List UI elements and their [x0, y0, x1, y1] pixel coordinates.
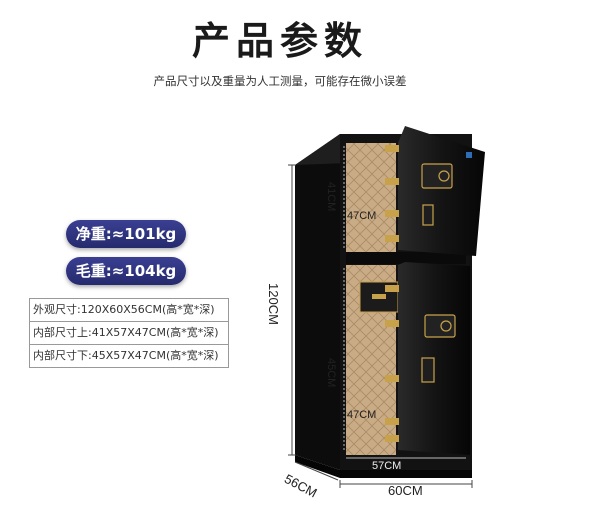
- lower-handle: [421, 357, 435, 383]
- spec-table: 外观尺寸:120X60X56CM(高*宽*深) 内部尺寸上:41X57X47CM…: [29, 298, 229, 368]
- upper-compartment: [346, 143, 396, 253]
- page-subtitle: 产品尺寸以及重量为人工测量，可能存在微小误差: [153, 74, 407, 88]
- inner-bottom-depth-label: 47CM: [347, 409, 377, 421]
- net-weight-badge: 净重:≈101kg: [66, 220, 186, 248]
- inner-width-label: 57CM: [372, 460, 402, 472]
- width-label: 60CM: [388, 483, 423, 498]
- inner-bottom-height-label: 45CM: [325, 358, 337, 388]
- upper-handle: [422, 204, 434, 226]
- safe-base: [295, 455, 472, 478]
- inner-top-height-label: 41CM: [325, 182, 337, 212]
- height-label: 120CM: [266, 283, 281, 325]
- inner-top-depth-label: 47CM: [347, 210, 377, 222]
- spec-row-inner-bottom: 内部尺寸下:45X57X47CM(高*宽*深): [33, 349, 219, 362]
- spec-row-inner-top: 内部尺寸上:41X57X47CM(高*宽*深): [30, 322, 228, 345]
- upper-keypad: [421, 163, 453, 189]
- lower-keypad: [424, 314, 456, 338]
- page-title: 产品参数: [191, 19, 368, 63]
- shelf: [346, 252, 466, 264]
- spec-row-exterior: 外观尺寸:120X60X56CM(高*宽*深): [30, 299, 228, 322]
- upper-door: [398, 126, 485, 256]
- gross-weight-badge: 毛重:≈104kg: [66, 257, 186, 285]
- safe-side-panel: [295, 134, 340, 470]
- depth-dimension-line: [294, 461, 339, 481]
